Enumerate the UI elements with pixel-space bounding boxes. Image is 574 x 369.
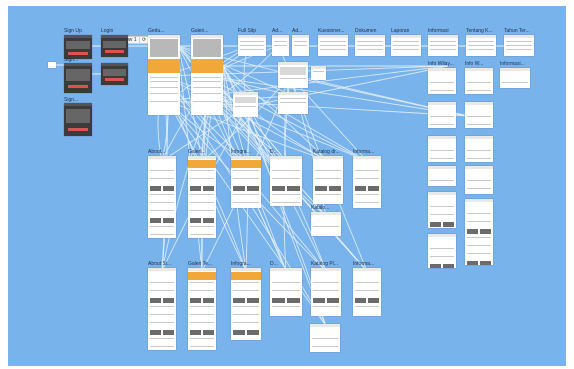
screen-label: Sign...: [64, 97, 79, 103]
screen-label: Informasi...: [500, 61, 525, 67]
connection-line: [222, 65, 329, 162]
screen-label: Ad...: [292, 28, 303, 34]
screen-about[interactable]: [148, 156, 176, 238]
screen-popup-3[interactable]: [278, 92, 308, 114]
screen-info-wilayah[interactable]: [428, 68, 456, 94]
screen-label: Login: [101, 28, 114, 34]
screen-label: Dokumen: [355, 28, 377, 34]
screen-info-2[interactable]: [428, 102, 456, 128]
screen-label: Informa...: [353, 149, 375, 155]
screen-popup-1[interactable]: [278, 62, 308, 88]
screen-login-2[interactable]: [101, 63, 128, 85]
screen-label: Infogra...: [231, 149, 251, 155]
small-node[interactable]: [48, 62, 56, 68]
screen-sign-in-2[interactable]: [64, 103, 92, 136]
screen-infografis-2[interactable]: [231, 268, 261, 340]
screen-label: About Si...: [148, 261, 172, 267]
screen-label: Informa...: [353, 261, 375, 267]
screen-about-2[interactable]: [148, 268, 176, 350]
screen-tahun[interactable]: [504, 35, 534, 56]
screen-label: Gedu...: [148, 28, 165, 34]
screen-info-7[interactable]: [465, 166, 493, 194]
screen-label: Sign...: [64, 57, 79, 63]
connection-line: [247, 65, 449, 107]
screen-info-6[interactable]: [428, 166, 456, 186]
screen-katalog-2[interactable]: [311, 212, 341, 236]
screen-label: Ad...: [272, 28, 283, 34]
screen-info-8[interactable]: [428, 192, 456, 228]
screen-label: Info Wilay...: [428, 61, 454, 67]
screen-informasi-3[interactable]: [500, 68, 530, 88]
screen-informa[interactable]: [353, 156, 381, 208]
screen-label: Galeri...: [188, 149, 206, 155]
screen-info-9[interactable]: [465, 199, 493, 265]
screen-informa-2[interactable]: [353, 268, 381, 316]
screen-label: Katalog Pl...: [311, 261, 338, 267]
screen-label: About...: [148, 149, 166, 155]
screen-info-w[interactable]: [465, 68, 493, 94]
zoom-label: pw 1: [126, 37, 137, 43]
screen-info-3[interactable]: [465, 102, 493, 128]
screen-label: Laporan: [391, 28, 410, 34]
screen-gedung[interactable]: [148, 35, 180, 115]
screen-infografis[interactable]: [231, 156, 261, 208]
connection-line: [163, 75, 329, 162]
screen-full-sitemap[interactable]: [238, 35, 266, 56]
connection-line: [177, 45, 203, 162]
screen-galeri-mid[interactable]: [188, 156, 216, 238]
connection-line: [167, 100, 327, 327]
screen-label: Infogra...: [231, 261, 251, 267]
screen-label: Informasi: [428, 28, 449, 34]
screen-label: Katalo...: [311, 205, 330, 211]
screen-info-10[interactable]: [428, 234, 456, 268]
screen-admin-2[interactable]: [292, 35, 309, 56]
screen-sign-up[interactable]: [64, 35, 92, 59]
prototype-canvas[interactable]: pw 1 ⟳ Sign Up Sign... Sign... Login Ged…: [8, 6, 566, 366]
screen-label: Galeri...: [191, 28, 209, 34]
screen-info-4[interactable]: [428, 136, 456, 162]
screen-kuesioner[interactable]: [318, 35, 348, 56]
screen-popup-2[interactable]: [311, 66, 326, 80]
screen-label: Galeri Te...: [188, 261, 213, 267]
screen-dokumen[interactable]: [355, 35, 385, 56]
screen-label: Tentang K...: [466, 28, 493, 34]
screen-galeri[interactable]: [191, 35, 223, 115]
screen-d-2[interactable]: [270, 268, 302, 316]
screen-label: Katalog dr...: [313, 149, 340, 155]
screen-tentang[interactable]: [466, 35, 496, 56]
screen-label: Info W...: [465, 61, 484, 67]
screen-label: D...: [270, 261, 278, 267]
screen-info-5[interactable]: [465, 136, 493, 162]
screen-login[interactable]: [101, 35, 128, 57]
screen-galeri-2[interactable]: [188, 268, 216, 350]
screen-laporan[interactable]: [391, 35, 421, 56]
screen-label: Full Sitp: [238, 28, 257, 34]
screen-d[interactable]: [270, 156, 302, 206]
screen-admin-1[interactable]: [272, 35, 289, 56]
screen-katalog-4[interactable]: [310, 324, 340, 352]
screen-label: Kuesioner...: [318, 28, 345, 34]
screen-sign-in[interactable]: [64, 63, 92, 93]
screen-informasi[interactable]: [428, 35, 458, 56]
screen-katalog-3[interactable]: [311, 268, 341, 316]
screen-label: Sign Up: [64, 28, 82, 34]
screen-popup-4[interactable]: [233, 92, 258, 117]
screen-label: D...: [270, 149, 278, 155]
screen-label: Tahun Ter...: [504, 28, 530, 34]
screen-katalog[interactable]: [313, 156, 343, 204]
